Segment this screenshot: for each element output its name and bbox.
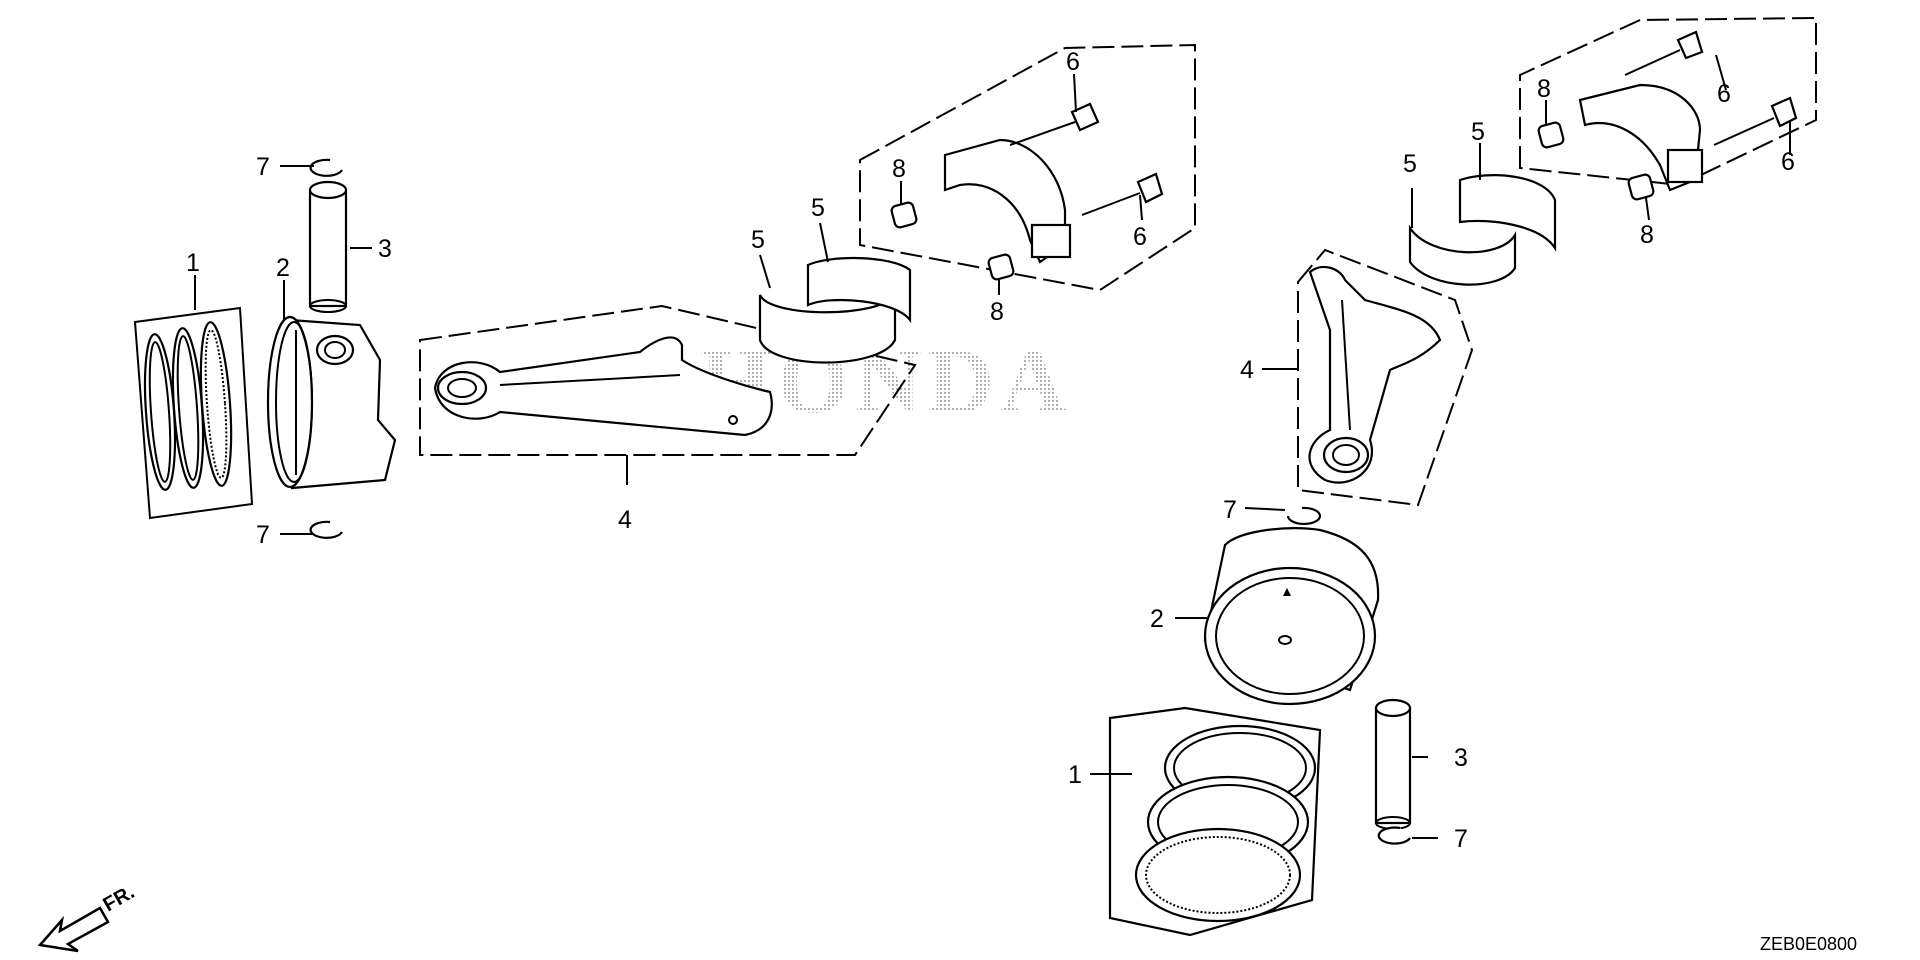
left-piston	[266, 315, 397, 490]
callout-left-piston: 2	[276, 254, 290, 282]
left-connecting-rod	[433, 336, 773, 437]
leader-lines	[194, 54, 1791, 839]
left-bearing-half-b	[806, 256, 912, 324]
right-bolt-b	[1713, 96, 1798, 146]
left-piston-pin	[308, 180, 348, 313]
callout-right-rings: 1	[1068, 761, 1082, 789]
left-dowel-a	[890, 201, 918, 229]
callout-right-bearing-b: 5	[1471, 118, 1485, 146]
right-bearing-half-b	[1458, 174, 1557, 252]
left-piston-rings	[133, 306, 254, 520]
left-clip-bottom	[309, 520, 343, 539]
callout-right-clip-bottom: 7	[1454, 825, 1468, 853]
callout-left-rod: 4	[618, 506, 632, 534]
right-rod-group-outline	[1297, 248, 1474, 507]
left-clip-top	[309, 158, 343, 177]
callout-right-bearing-a: 5	[1403, 150, 1417, 178]
callout-left-dowel-b: 8	[990, 298, 1004, 326]
left-dowel-b	[987, 253, 1015, 281]
front-direction-marker: FR.	[37, 881, 139, 953]
right-dowel-b	[1627, 173, 1655, 201]
callout-left-clip-top: 7	[256, 153, 270, 181]
left-rod-cap	[943, 138, 1072, 264]
left-bolt-lower	[1081, 172, 1164, 216]
front-marker-label: FR.	[100, 881, 139, 916]
diagram-code: ZEB0E0800	[1760, 934, 1857, 954]
callout-right-rod: 4	[1240, 356, 1254, 384]
right-clip-top	[1286, 506, 1322, 526]
callout-right-piston: 2	[1150, 605, 1164, 633]
callout-left-bearing-a: 5	[751, 226, 765, 254]
right-bolt-a	[1624, 30, 1704, 76]
callout-left-bolt-lower: 6	[1133, 223, 1147, 251]
callout-right-pin: 3	[1454, 744, 1468, 772]
right-piston	[1203, 527, 1380, 706]
callout-right-bolt-b: 6	[1781, 148, 1795, 176]
left-rod-group-outline	[419, 304, 917, 456]
callout-right-dowel-b: 8	[1640, 221, 1654, 249]
callout-right-dowel-a: 8	[1537, 75, 1551, 103]
callout-right-bolt-a: 6	[1717, 80, 1731, 108]
callout-left-rings: 1	[186, 249, 200, 277]
callout-left-clip-bottom: 7	[256, 521, 270, 549]
callout-left-bearing-b: 5	[811, 194, 825, 222]
right-dowel-a	[1537, 121, 1565, 149]
left-cap-group-outline	[859, 43, 1196, 292]
callout-left-pin: 3	[378, 235, 392, 263]
right-piston-pin	[1374, 698, 1412, 830]
right-bearing-half-a	[1408, 224, 1517, 286]
front-arrow-icon	[37, 906, 110, 953]
callout-left-dowel-a: 8	[892, 155, 906, 183]
callout-right-clip-top: 7	[1223, 496, 1237, 524]
callout-left-bolt-top: 6	[1066, 48, 1080, 76]
right-connecting-rod	[1308, 265, 1442, 484]
right-piston-rings	[1108, 706, 1322, 937]
left-bearing-half-a	[758, 291, 897, 364]
right-rod-cap	[1578, 83, 1704, 192]
right-clip-bottom	[1377, 826, 1411, 845]
left-bolt-top	[1009, 102, 1100, 146]
